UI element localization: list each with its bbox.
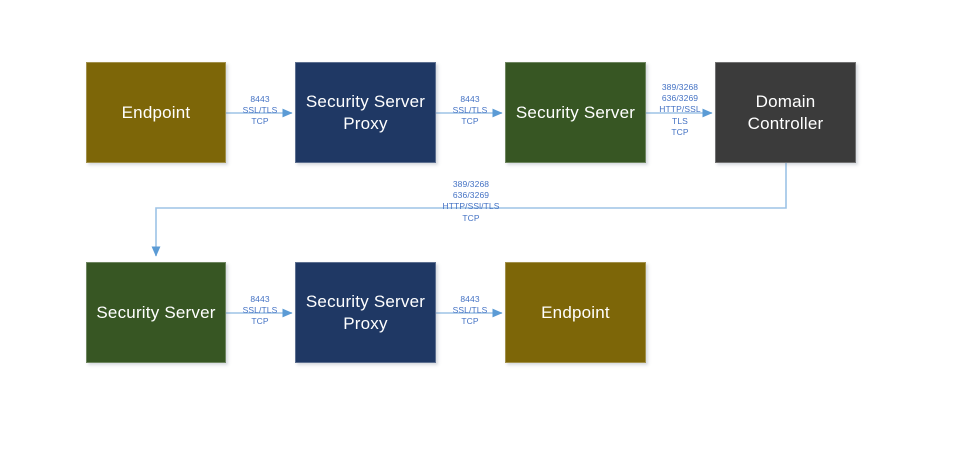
- node-security-server-top[interactable]: Security Server: [505, 62, 646, 163]
- node-security-server-proxy-top-label: Security Server Proxy: [305, 92, 426, 133]
- node-endpoint-top-label: Endpoint: [121, 102, 191, 122]
- node-security-server-bottom-label: Security Server: [96, 302, 216, 322]
- node-endpoint-bottom-label: Endpoint: [541, 302, 610, 322]
- node-security-server-proxy-bottom[interactable]: Security Server Proxy: [295, 262, 436, 363]
- node-security-server-bottom[interactable]: Security Server: [86, 262, 226, 363]
- node-security-server-proxy-bottom-label: Security Server Proxy: [305, 292, 426, 333]
- line-domain-return-path: [151, 163, 787, 257]
- node-endpoint-top[interactable]: Endpoint: [86, 62, 226, 163]
- node-domain-controller[interactable]: Domain Controller: [715, 62, 856, 163]
- node-domain-controller-label: Domain Controller: [747, 92, 824, 133]
- node-endpoint-bottom[interactable]: Endpoint: [505, 262, 646, 363]
- node-security-server-proxy-top[interactable]: Security Server Proxy: [295, 62, 436, 163]
- node-security-server-top-label: Security Server: [515, 102, 636, 122]
